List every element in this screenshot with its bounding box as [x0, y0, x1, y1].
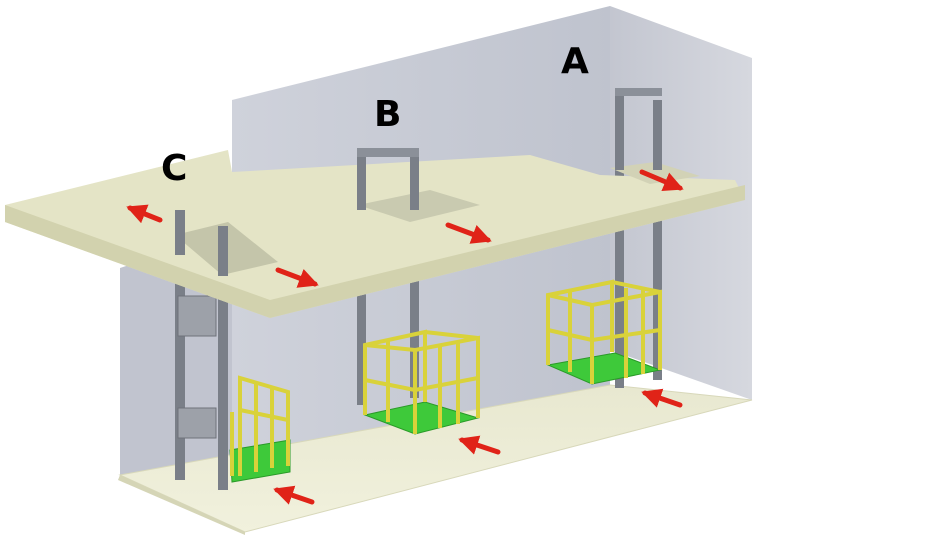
lift-a-rail-left — [615, 88, 624, 388]
lift-c-rail-left — [175, 210, 185, 480]
lift-a-label: A — [561, 41, 589, 82]
lift-b-cage — [363, 329, 480, 434]
arrow-icon — [126, 169, 684, 505]
lift-a — [546, 88, 662, 388]
arrow-icon — [273, 485, 315, 505]
lift-c-cage — [230, 375, 290, 476]
arrow-icon — [275, 267, 319, 288]
lift-a-cage — [546, 279, 662, 384]
lift-a-rail-right — [653, 100, 662, 380]
arrow-icon — [445, 222, 492, 244]
upper-floor-edge — [5, 185, 745, 318]
arrow-icon — [458, 435, 501, 455]
arrow-icon — [641, 388, 683, 408]
lift-b-label: B — [374, 94, 402, 135]
lift-c-label: C — [161, 148, 188, 189]
ground-floor-edge — [118, 475, 245, 535]
lift-c-rail-right — [218, 225, 228, 490]
arrow-icon — [126, 204, 163, 224]
lift-c — [175, 210, 291, 490]
arrow-icon — [639, 169, 684, 192]
